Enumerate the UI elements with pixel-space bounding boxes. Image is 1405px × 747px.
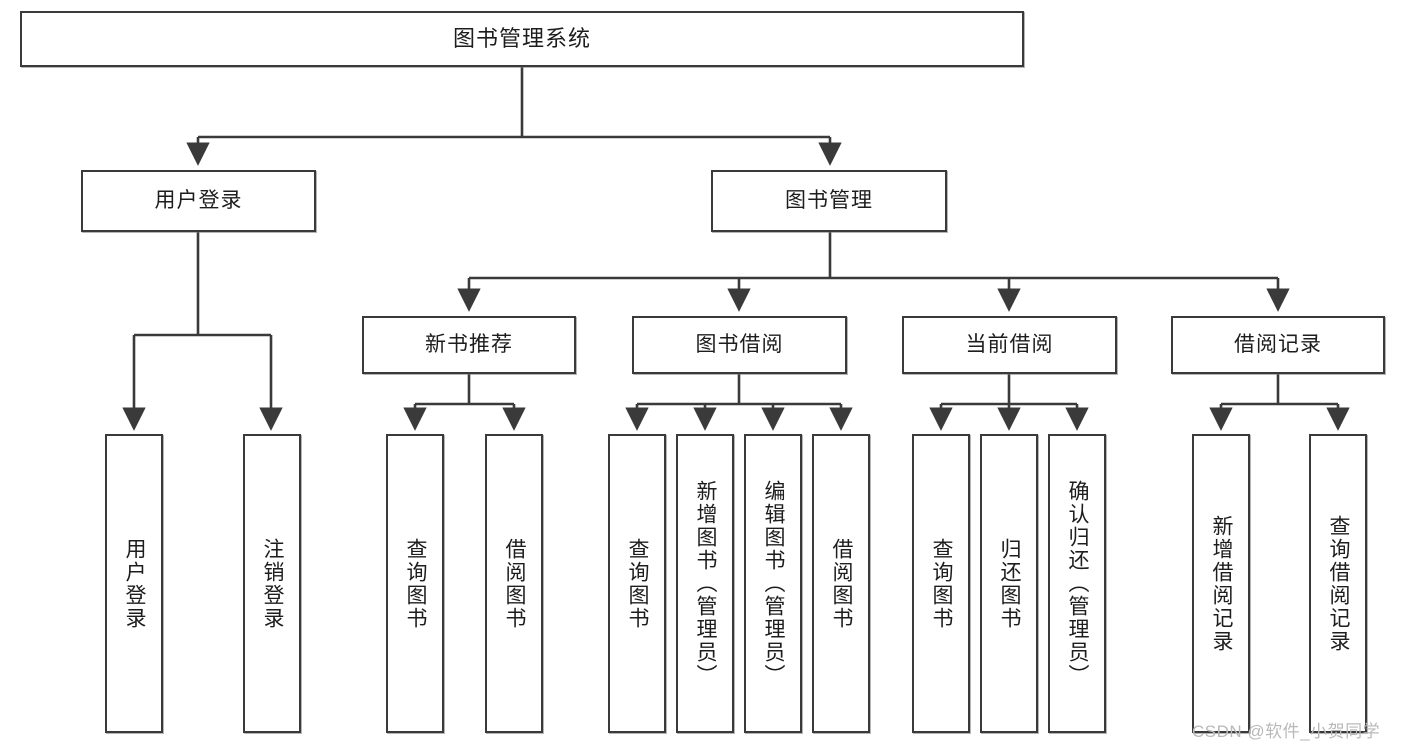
leaf-current-borrow-confirm[interactable]: 确认归还（管理员） [1048,434,1106,733]
node-root-system[interactable]: 图书管理系统 [20,11,1024,67]
node-book-management-label: 图书管理 [785,189,873,213]
watermark-text: CSDN @软件_小贺同学 [1192,722,1381,741]
leaf-book-borrow-edit[interactable]: 编辑图书（管理员） [744,434,802,733]
node-borrow-record-label: 借阅记录 [1234,333,1322,357]
node-borrow-record[interactable]: 借阅记录 [1171,316,1385,374]
node-book-borrow[interactable]: 图书借阅 [632,316,847,374]
leaf-new-book-borrow[interactable]: 借阅图书 [485,434,543,733]
leaf-borrow-record-query-label: 查询借阅记录 [1327,514,1350,653]
node-user-login-label: 用户登录 [154,189,243,213]
leaf-current-borrow-return-label: 归还图书 [998,537,1021,630]
leaf-borrow-record-add[interactable]: 新增借阅记录 [1192,434,1250,733]
leaf-user-login-logout-label: 注销登录 [261,537,284,630]
leaf-book-borrow-add-label: 新增图书（管理员） [694,480,717,687]
leaf-borrow-record-query[interactable]: 查询借阅记录 [1309,434,1367,733]
node-book-management[interactable]: 图书管理 [711,170,947,232]
node-current-borrow[interactable]: 当前借阅 [902,316,1117,374]
leaf-current-borrow-query[interactable]: 查询图书 [912,434,970,733]
leaf-new-book-borrow-label: 借阅图书 [503,537,526,630]
leaf-user-login-logout[interactable]: 注销登录 [243,434,301,733]
node-user-login[interactable]: 用户登录 [81,170,316,232]
node-root-system-label: 图书管理系统 [452,25,591,51]
node-new-book-recommend-label: 新书推荐 [425,333,513,357]
leaf-book-borrow-add[interactable]: 新增图书（管理员） [676,434,734,733]
leaf-user-login-login[interactable]: 用户登录 [105,434,163,733]
leaf-new-book-query[interactable]: 查询图书 [386,434,444,733]
leaf-user-login-login-label: 用户登录 [123,537,146,630]
leaf-book-borrow-borrow-label: 借阅图书 [830,537,853,630]
leaf-current-borrow-confirm-label: 确认归还（管理员） [1066,480,1089,687]
leaf-borrow-record-add-label: 新增借阅记录 [1210,514,1233,653]
node-new-book-recommend[interactable]: 新书推荐 [362,316,576,374]
node-current-borrow-label: 当前借阅 [965,333,1054,357]
leaf-book-borrow-query-label: 查询图书 [626,537,649,630]
node-book-borrow-label: 图书借阅 [695,333,784,357]
leaf-book-borrow-query[interactable]: 查询图书 [608,434,666,733]
leaf-book-borrow-borrow[interactable]: 借阅图书 [812,434,870,733]
leaf-current-borrow-return[interactable]: 归还图书 [980,434,1038,733]
leaf-book-borrow-edit-label: 编辑图书（管理员） [762,480,785,687]
leaf-new-book-query-label: 查询图书 [404,537,427,630]
leaf-current-borrow-query-label: 查询图书 [930,537,953,630]
